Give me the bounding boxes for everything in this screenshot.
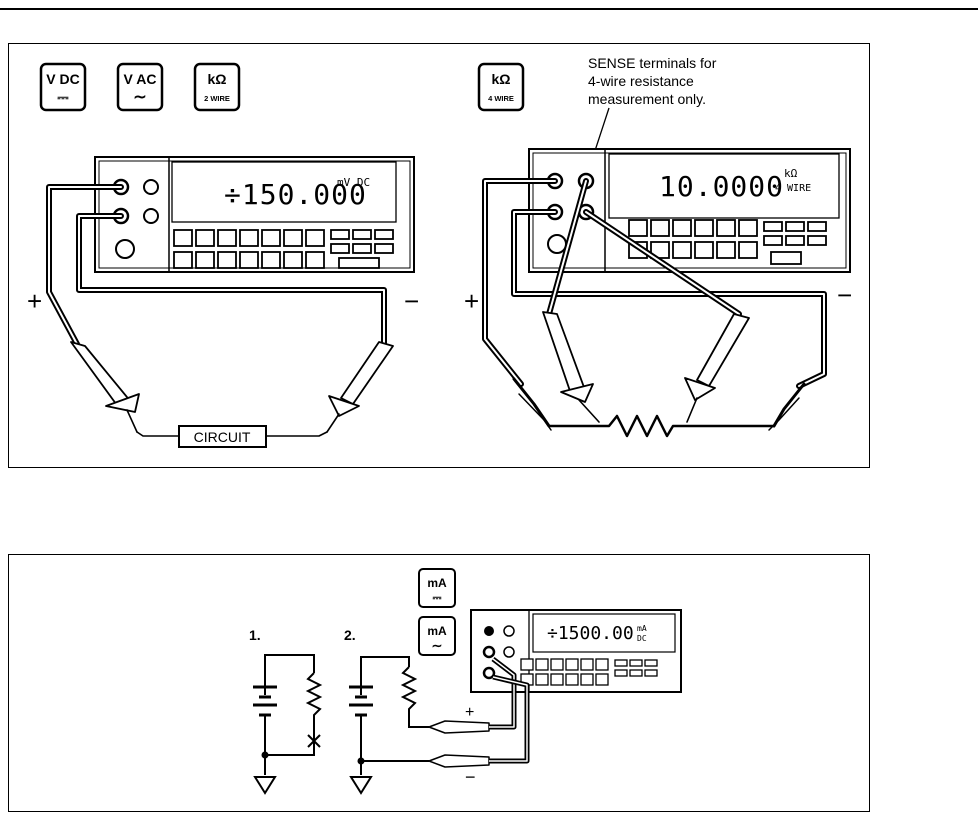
voltage-resistance-figure: V DC ⎓ V AC ∼ kΩ 2 WIRE kΩ 4 WIRE SENSE …	[8, 43, 870, 468]
multimeter-small: ÷1500.00 mA DC	[470, 609, 682, 693]
sense-terminals-note: SENSE terminals for 4-wire resistance me…	[588, 55, 717, 107]
current-measurement-figure: mA ⎓ mA ∼	[8, 554, 870, 812]
negative-sign-left: −	[404, 286, 419, 316]
circuit-1	[253, 654, 323, 795]
svg-text:kΩ: kΩ	[784, 167, 798, 180]
multimeter-left: ÷150.000 mV DC	[94, 156, 415, 273]
sense-lo-terminal	[143, 208, 159, 224]
svg-text:⎓: ⎓	[57, 89, 69, 105]
svg-text:÷1500.00: ÷1500.00	[547, 623, 634, 644]
vdc-key: V DC ⎓	[39, 62, 87, 112]
positive-sign-bottom: +	[465, 704, 474, 721]
svg-text:mA: mA	[427, 624, 447, 638]
circuit-2	[349, 656, 429, 795]
positive-sign-right: +	[464, 286, 479, 316]
svg-text:V DC: V DC	[46, 71, 79, 87]
circuit-label: CIRCUIT	[194, 429, 251, 445]
svg-text:SENSE terminals for: SENSE terminals for	[588, 55, 717, 71]
svg-text:∼: ∼	[432, 638, 443, 653]
madc-key: mA ⎓	[418, 568, 456, 608]
svg-text:4-wire resistance: 4-wire resistance	[588, 73, 694, 89]
svg-text:V AC: V AC	[124, 71, 157, 87]
right-test-leads	[482, 178, 827, 438]
current-test-leads	[428, 657, 530, 768]
svg-text:kΩ: kΩ	[207, 71, 226, 87]
step-2-label: 2.	[344, 627, 356, 643]
svg-text:DC: DC	[637, 634, 647, 643]
vac-key: V AC ∼	[116, 62, 164, 112]
left-test-leads	[46, 184, 394, 437]
svg-text:4 WIRE: 4 WIRE	[488, 94, 514, 103]
svg-text:÷150.000: ÷150.000	[224, 178, 367, 211]
svg-text:measurement only.: measurement only.	[588, 91, 706, 107]
negative-sign-right: −	[837, 280, 852, 310]
kohm-2wire-key: kΩ 2 WIRE	[193, 62, 241, 112]
svg-text:∼: ∼	[133, 89, 146, 106]
svg-text:⎓: ⎓	[433, 592, 442, 604]
positive-sign-left: +	[27, 286, 42, 316]
svg-text:kΩ: kΩ	[491, 71, 510, 87]
svg-text:2 WIRE: 2 WIRE	[204, 94, 230, 103]
negative-sign-bottom: −	[465, 767, 476, 787]
circuit-box	[178, 425, 267, 448]
sense-hi-terminal	[143, 179, 159, 195]
svg-text:10.0000: 10.0000	[659, 170, 784, 203]
svg-text:mA: mA	[427, 576, 447, 590]
svg-text:4 WIRE: 4 WIRE	[775, 183, 811, 194]
header-rule	[0, 8, 978, 10]
maac-key: mA ∼	[418, 616, 456, 656]
step-1-label: 1.	[249, 627, 261, 643]
multimeter-right: 10.0000 kΩ 4 WIRE	[528, 148, 851, 273]
svg-text:mA: mA	[637, 624, 647, 633]
svg-text:mV DC: mV DC	[337, 176, 370, 189]
kohm-4wire-key: kΩ 4 WIRE	[477, 62, 525, 112]
